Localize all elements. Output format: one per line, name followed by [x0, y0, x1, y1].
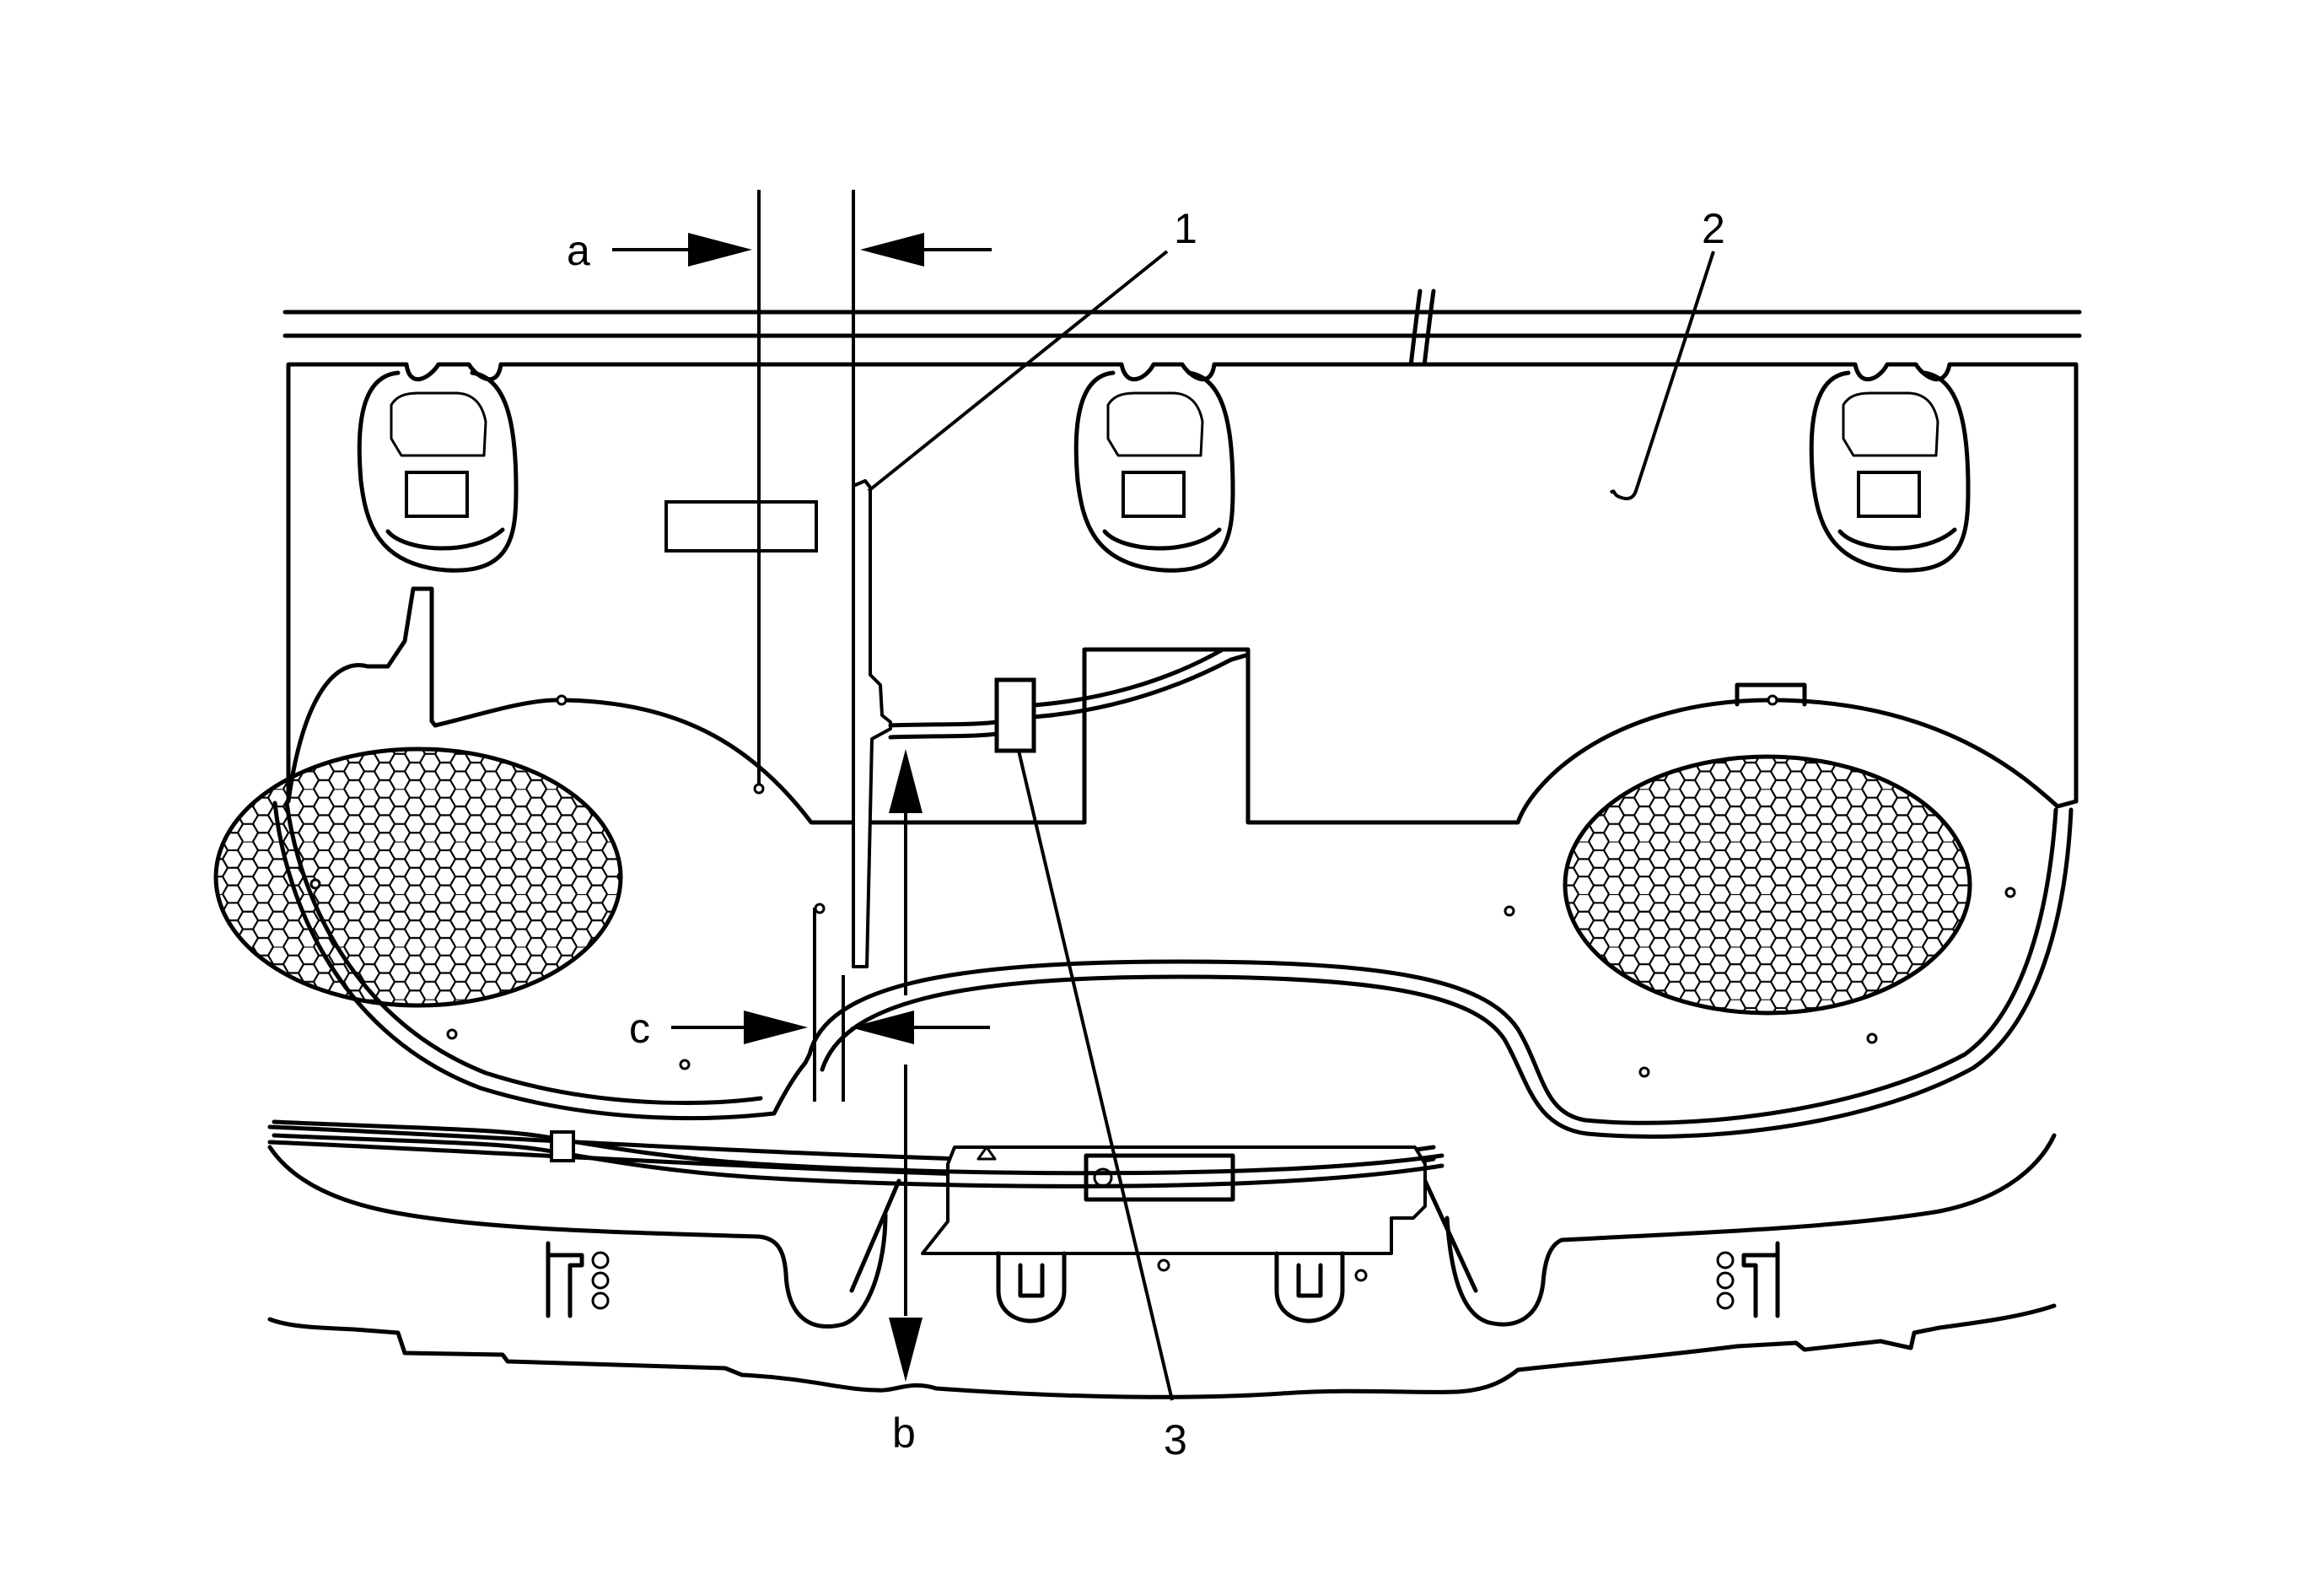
retainer-clip-right [1809, 370, 1971, 573]
wire-connector [994, 677, 1036, 753]
mounting-holes [309, 694, 2016, 1078]
dimension-a: a [567, 190, 992, 784]
trim-seal-strip [852, 479, 892, 968]
lower-wire-harness [272, 1119, 1444, 1189]
retainer-clip-center [1073, 370, 1235, 573]
dimension-c: c [629, 908, 990, 1102]
dimension-a-label: a [567, 227, 590, 274]
dimension-b-label: b [892, 1410, 916, 1457]
retainer-clip-left [357, 370, 519, 573]
right-side-bracket [1716, 1241, 1780, 1318]
shelf-trim-panel [286, 362, 2079, 825]
dimension-c-label: c [629, 1005, 650, 1052]
left-side-bracket [546, 1241, 610, 1318]
left-speaker-grille [213, 747, 623, 1008]
connector-wire [888, 647, 1234, 740]
callout-1-label: 1 [1174, 205, 1197, 252]
dimension-b: b [889, 749, 923, 1457]
callout-leaders [867, 250, 1715, 1401]
callout-2-label: 2 [1702, 205, 1725, 252]
label-placard [664, 500, 818, 553]
right-speaker-grille [1563, 754, 1972, 1016]
top-rail [282, 310, 2082, 338]
lower-body-edge [267, 1303, 2057, 1399]
callout-3-label: 3 [1164, 1416, 1187, 1463]
right-speaker-tab [1735, 682, 1807, 707]
